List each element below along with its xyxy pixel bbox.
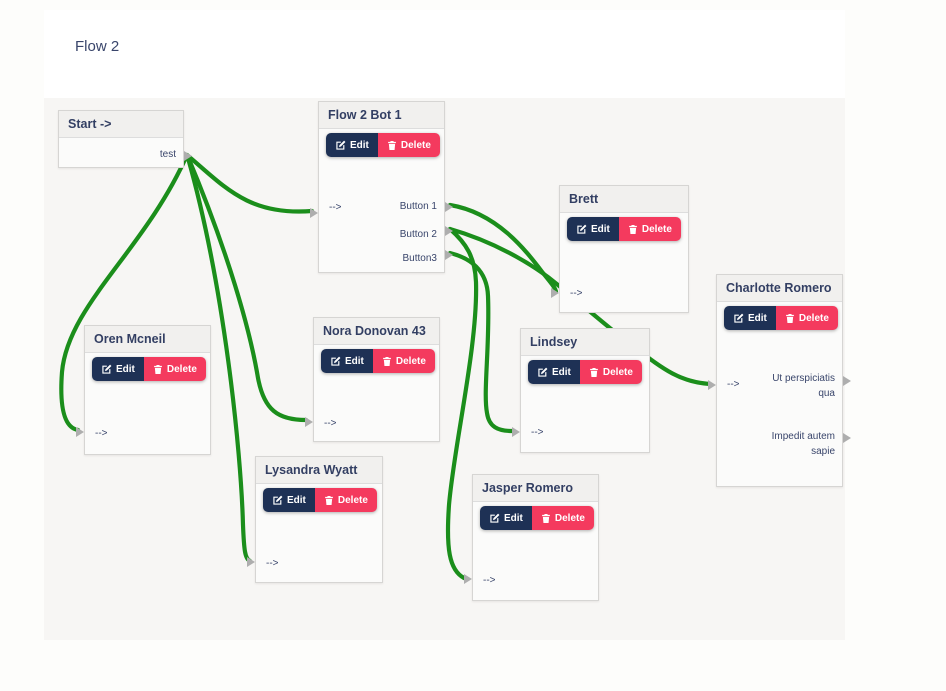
output-impedit-autem: Impedit autem sapie — [771, 431, 835, 457]
edit-button[interactable]: Edit — [92, 357, 144, 381]
node-jasper-input-port[interactable] — [464, 574, 472, 584]
edit-button-label: Edit — [504, 512, 523, 524]
edit-button[interactable]: Edit — [724, 306, 776, 330]
delete-button-label: Delete — [166, 363, 197, 375]
node-flow-2-bot-1-input-label: --> — [329, 202, 342, 213]
node-jasper-romero[interactable]: Jasper Romero Edit Delete --> — [464, 474, 599, 601]
trash-icon — [629, 224, 637, 234]
trash-icon — [388, 140, 396, 150]
node-lysandra-wyatt[interactable]: Lysandra Wyatt Edit Delete --> — [247, 456, 383, 583]
edit-icon — [273, 495, 283, 505]
edit-button[interactable]: Edit — [480, 506, 532, 530]
delete-button[interactable]: Delete — [372, 349, 435, 373]
node-nora-input-label: --> — [324, 418, 337, 429]
edit-icon — [538, 367, 548, 377]
output-button-1-port[interactable] — [445, 202, 453, 212]
node-oren-mcneil-title: Oren Mcneil — [85, 326, 210, 353]
node-brett-input-port[interactable] — [551, 288, 559, 298]
delete-button[interactable]: Delete — [143, 357, 206, 381]
delete-button-label: Delete — [395, 355, 426, 367]
delete-button[interactable]: Delete — [377, 133, 440, 157]
edit-icon — [102, 364, 112, 374]
node-oren-mcneil[interactable]: Oren Mcneil Edit Delete --> — [76, 325, 211, 455]
flow-header-bar: Flow 2 — [44, 10, 845, 98]
trash-icon — [325, 495, 333, 505]
node-jasper-romero-title: Jasper Romero — [473, 475, 598, 502]
delete-button[interactable]: Delete — [314, 488, 377, 512]
node-oren-input-port[interactable] — [76, 427, 84, 437]
node-nora-donovan-43-title: Nora Donovan 43 — [314, 318, 439, 345]
edit-icon — [331, 356, 341, 366]
node-lysandra-wyatt-title: Lysandra Wyatt — [256, 457, 382, 484]
node-lindsey-input-label: --> — [531, 427, 544, 438]
delete-button-label: Delete — [554, 512, 585, 524]
edit-button-label: Edit — [345, 355, 364, 367]
node-lysandra-input-port[interactable] — [247, 557, 255, 567]
output-impedit-autem-port[interactable] — [843, 433, 851, 443]
trash-icon — [542, 513, 550, 523]
delete-button-label: Delete — [641, 223, 672, 235]
edit-button[interactable]: Edit — [567, 217, 619, 241]
node-lindsey-title: Lindsey — [521, 329, 649, 356]
node-jasper-input-label: --> — [483, 575, 496, 586]
trash-icon — [590, 367, 598, 377]
edit-button-label: Edit — [350, 139, 369, 151]
delete-button[interactable]: Delete — [531, 506, 594, 530]
output-button-3-port[interactable] — [445, 250, 453, 260]
delete-button[interactable]: Delete — [618, 217, 681, 241]
edit-button[interactable]: Edit — [321, 349, 373, 373]
edit-icon — [490, 513, 500, 523]
edit-button-label: Edit — [748, 312, 767, 324]
edit-button[interactable]: Edit — [263, 488, 315, 512]
node-start-title: Start -> — [59, 111, 183, 138]
node-brett[interactable]: Brett Edit Delete --> — [551, 185, 689, 313]
output-button-2: Button 2 — [399, 229, 437, 240]
node-lysandra-input-label: --> — [266, 558, 279, 569]
delete-button[interactable]: Delete — [579, 360, 642, 384]
node-charlotte-input-port[interactable] — [708, 380, 716, 390]
node-nora-input-port[interactable] — [305, 417, 313, 427]
trash-icon — [786, 313, 794, 323]
edit-button[interactable]: Edit — [326, 133, 378, 157]
output-button-3: Button3 — [402, 253, 437, 264]
edit-icon — [577, 224, 587, 234]
delete-button-label: Delete — [400, 139, 431, 151]
edit-icon — [734, 313, 744, 323]
edit-icon — [336, 140, 346, 150]
edit-button-label: Edit — [591, 223, 610, 235]
node-oren-input-label: --> — [95, 428, 108, 439]
page-title: Flow 2 — [75, 38, 120, 55]
output-ut-perspiciatis-port[interactable] — [843, 376, 851, 386]
trash-icon — [383, 356, 391, 366]
edit-button-label: Edit — [552, 366, 571, 378]
delete-button-label: Delete — [602, 366, 633, 378]
output-button-2-port[interactable] — [445, 226, 453, 236]
delete-button-label: Delete — [337, 494, 368, 506]
node-start[interactable]: Start -> test — [58, 110, 192, 168]
edit-button-label: Edit — [116, 363, 135, 375]
output-button-1: Button 1 — [399, 201, 437, 212]
node-charlotte-input-label: --> — [727, 379, 740, 390]
edit-button[interactable]: Edit — [528, 360, 580, 384]
node-lindsey[interactable]: Lindsey Edit Delete --> — [512, 328, 650, 453]
node-charlotte-romero[interactable]: Charlotte Romero Edit Delete --> Ut pers… — [708, 274, 851, 487]
node-flow-2-bot-1[interactable]: Flow 2 Bot 1 Edit Delete --> Button 1 Bu… — [310, 101, 453, 273]
node-start-output-test: test — [159, 149, 176, 160]
node-charlotte-romero-title: Charlotte Romero — [717, 275, 842, 302]
node-brett-input-label: --> — [570, 288, 583, 299]
node-flow-2-bot-1-input-port[interactable] — [310, 208, 318, 218]
node-brett-title: Brett — [560, 186, 688, 213]
edit-button-label: Edit — [287, 494, 306, 506]
delete-button-label: Delete — [798, 312, 829, 324]
trash-icon — [154, 364, 162, 374]
node-start-output-port[interactable] — [184, 151, 192, 161]
node-nora-donovan-43[interactable]: Nora Donovan 43 Edit Delete --> — [305, 317, 440, 442]
delete-button[interactable]: Delete — [775, 306, 838, 330]
node-lindsey-input-port[interactable] — [512, 427, 520, 437]
output-ut-perspiciatis: Ut perspiciatis qua — [772, 373, 835, 399]
node-flow-2-bot-1-title: Flow 2 Bot 1 — [319, 102, 444, 129]
